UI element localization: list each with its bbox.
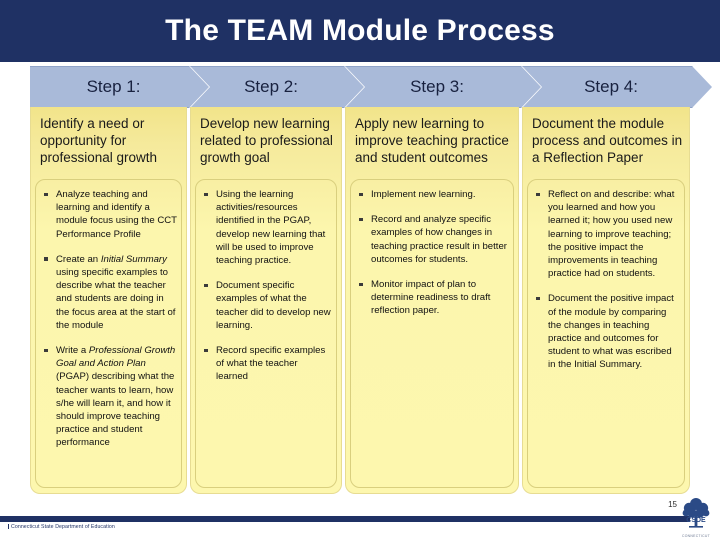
bullet-item: Reflect on and describe: what you learne…: [532, 188, 680, 280]
step-column-1: Step 1: Identify a need or opportunity fo…: [30, 62, 187, 494]
step-column-4: Step 4: Document the module process and o…: [522, 62, 690, 494]
bullet-text: Document the positive impact of the modu…: [548, 293, 674, 371]
footer-organization-label: Connecticut State Department of Educatio…: [11, 524, 115, 530]
bullet-item: Analyze teaching and learning and identi…: [40, 188, 177, 241]
bullet-text: Record and analyze specific examples of …: [371, 214, 507, 265]
slide-title: The TEAM Module Process: [165, 14, 555, 47]
bullet-item: Document specific examples of what the t…: [200, 279, 332, 332]
step-panel-3: Apply new learning to improve teaching p…: [345, 107, 519, 494]
step-bullet-box-1: Analyze teaching and learning and identi…: [35, 179, 182, 488]
step-label-1: Step 1:: [86, 77, 141, 96]
bullet-text: using specific examples to describe what…: [56, 267, 176, 331]
step-column-3: Step 3: Apply new learning to improve tea…: [345, 62, 519, 494]
step-heading-1: Identify a need or opportunity for profe…: [40, 116, 158, 165]
bullet-text: Write a: [56, 345, 89, 357]
bullet-item: Create an Initial Summary using specific…: [40, 253, 177, 332]
bullet-text: Monitor impact of plan to determine read…: [371, 279, 491, 317]
csde-tree-logo: CSDE CONNECTICUT: [676, 496, 716, 538]
step-bullet-list-1: Analyze teaching and learning and identi…: [40, 188, 177, 450]
bullet-text: Reflect on and describe: what you learne…: [548, 189, 675, 280]
emphasis-text: Initial Summary: [100, 253, 167, 265]
step-heading-3: Apply new learning to improve teaching p…: [355, 116, 509, 165]
step-chevron-1[interactable]: Step 1:: [30, 66, 209, 108]
step-heading-2: Develop new learning related to professi…: [200, 116, 333, 165]
bullet-item: Document the positive impact of the modu…: [532, 292, 680, 371]
step-bullet-box-2: Using the learning activities/resources …: [195, 179, 337, 488]
step-panel-4: Document the module process and outcomes…: [522, 107, 690, 494]
page-number: 15: [668, 500, 677, 509]
step-chevron-3[interactable]: Step 3:: [345, 66, 541, 108]
bullet-text: Analyze teaching and learning and identi…: [56, 189, 177, 240]
step-bullet-list-4: Reflect on and describe: what you learne…: [532, 188, 680, 372]
bullet-item: Using the learning activities/resources …: [200, 188, 332, 267]
bullet-text: .: [639, 359, 643, 371]
bullet-text: Using the learning activities/resources …: [216, 189, 326, 267]
step-bullet-box-3: Implement new learning. Record and analyz…: [350, 179, 514, 488]
step-panel-1: Identify a need or opportunity for profe…: [30, 107, 187, 494]
svg-text:CSDE: CSDE: [686, 517, 706, 524]
bullet-text: (PGAP) describing what the teacher wants…: [56, 371, 175, 449]
step-bullet-list-3: Implement new learning. Record and analyz…: [355, 188, 509, 318]
step-label-3: Step 3:: [410, 77, 464, 96]
step-panel-2: Develop new learning related to professi…: [190, 107, 342, 494]
step-chevron-2[interactable]: Step 2:: [190, 66, 364, 108]
step-label-2: Step 2:: [244, 77, 298, 96]
bullet-item: Monitor impact of plan to determine read…: [355, 278, 509, 318]
bullet-text: Initial Summary: [574, 359, 640, 371]
bullet-text: Create an: [56, 253, 101, 265]
step-column-2: Step 2: Develop new learning related to p…: [190, 62, 342, 494]
emphasis-text: Professional Growth Goal and Action Plan: [56, 345, 176, 370]
bullet-item: Record specific examples of what the tea…: [200, 344, 332, 384]
bullet-item: Implement new learning.: [355, 188, 509, 201]
bullet-text: Implement new learning.: [371, 189, 476, 200]
footer-bar: [0, 516, 690, 522]
bullet-text: Record specific examples of what the tea…: [216, 345, 326, 383]
step-label-4: Step 4:: [584, 77, 638, 96]
footer-organization-text: Connecticut State Department of Educatio…: [8, 524, 115, 530]
logo-caption: CONNECTICUT: [682, 534, 710, 538]
title-banner: The TEAM Module Process: [0, 0, 720, 62]
bullet-text: Document specific examples of what the t…: [216, 280, 331, 331]
step-bullet-box-4: Reflect on and describe: what you learne…: [527, 179, 685, 488]
step-chevron-4[interactable]: Step 4:: [522, 66, 712, 108]
step-heading-4: Document the module process and outcomes…: [532, 116, 683, 165]
step-bullet-list-2: Using the learning activities/resources …: [200, 188, 332, 384]
bullet-item: Record and analyze specific examples of …: [355, 213, 509, 266]
bullet-item: Write a Professional Growth Goal and Act…: [40, 344, 177, 450]
team-module-process-diagram: Step 1: Identify a need or opportunity fo…: [30, 62, 690, 494]
